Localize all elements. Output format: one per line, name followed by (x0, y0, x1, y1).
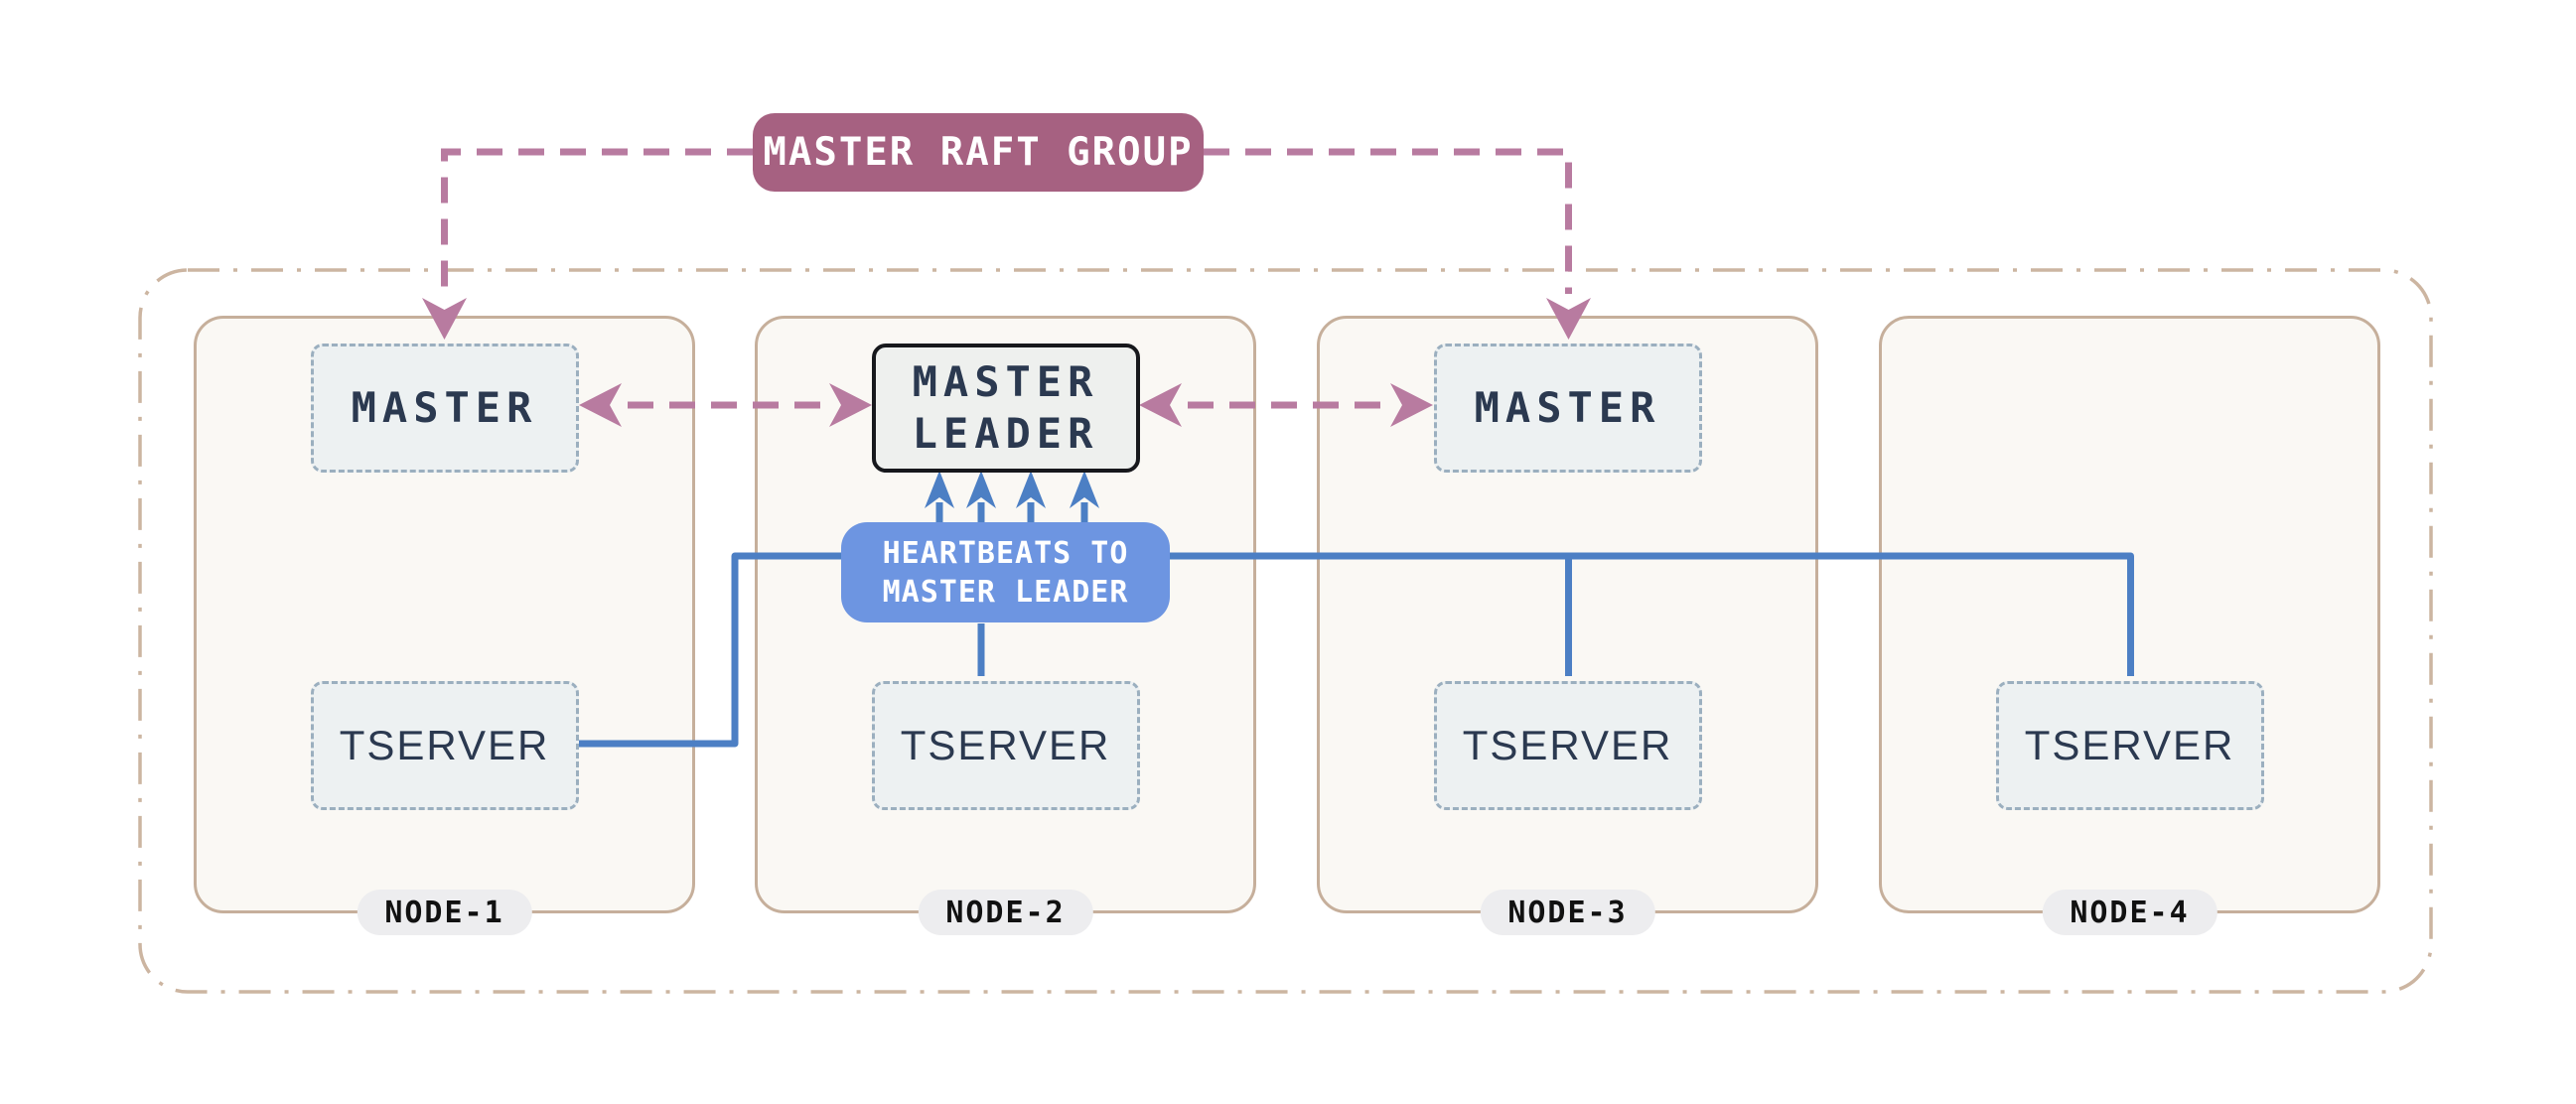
heartbeats-badge-line-1: HEARTBEATS TO (882, 535, 1129, 571)
node-3-label: NODE-3 (1507, 895, 1628, 930)
node-1-tserver-label: TSERVER (339, 722, 550, 768)
node-2-tserver-label: TSERVER (900, 722, 1111, 768)
node-3-tserver-label: TSERVER (1462, 722, 1673, 768)
node-4-tserver-box: TSERVER (1995, 681, 2264, 810)
heartbeats-badge: HEARTBEATS TO MASTER LEADER (841, 522, 1170, 622)
node-2-label: NODE-2 (945, 895, 1066, 930)
node-3-label-pill: NODE-3 (1480, 890, 1655, 935)
node-4-label-pill: NODE-4 (2042, 890, 2218, 935)
node-2-master-leader-box: MASTER LEADER (871, 344, 1140, 473)
node-4-box: TSERVER NODE-4 (1879, 316, 2380, 935)
node-3-box: MASTER TSERVER NODE-3 (1317, 316, 1818, 935)
node-3-master-label: MASTER (1474, 382, 1661, 432)
master-raft-group-label: MASTER RAFT GROUP (763, 130, 1194, 175)
node-1-label: NODE-1 (384, 895, 504, 930)
node-1-box: MASTER TSERVER NODE-1 (194, 316, 695, 935)
node-2-tserver-box: TSERVER (871, 681, 1140, 810)
node-1-tserver-box: TSERVER (310, 681, 579, 810)
master-raft-group-badge: MASTER RAFT GROUP (753, 113, 1204, 192)
node-2-master-leader-label: MASTER LEADER (912, 356, 1099, 459)
node-2-label-pill: NODE-2 (918, 890, 1093, 935)
node-1-label-pill: NODE-1 (357, 890, 532, 935)
heartbeats-badge-line-2: MASTER LEADER (882, 574, 1129, 610)
node-3-master-box: MASTER (1433, 344, 1702, 473)
node-1-master-box: MASTER (310, 344, 579, 473)
node-1-master-label: MASTER (351, 382, 538, 432)
node-3-tserver-box: TSERVER (1433, 681, 1702, 810)
node-4-tserver-label: TSERVER (2024, 722, 2235, 768)
node-4-label: NODE-4 (2070, 895, 2190, 930)
